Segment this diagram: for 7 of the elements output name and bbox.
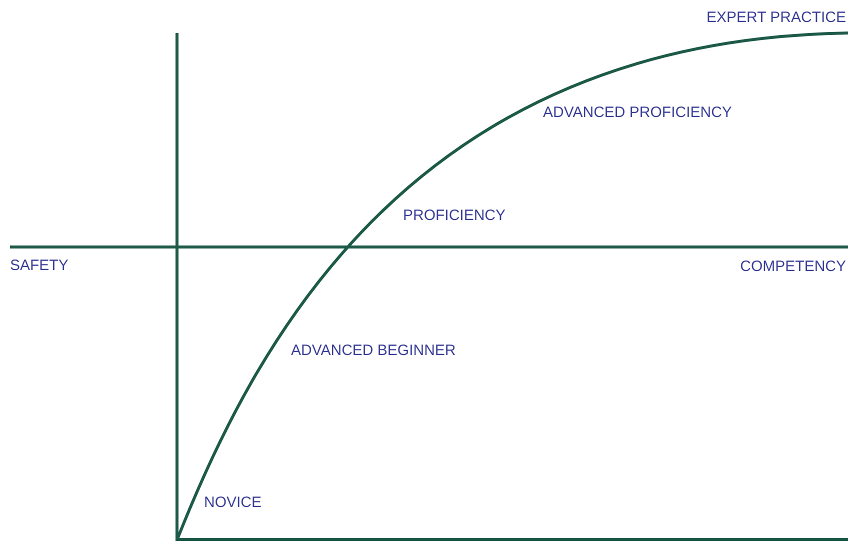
axis-label: COMPETENCY xyxy=(740,258,846,276)
curve-label: ADVANCED BEGINNER xyxy=(291,342,456,360)
curve-label: ADVANCED PROFICIENCY xyxy=(543,104,732,122)
axis-label: SAFETY xyxy=(10,257,68,275)
curve-label: NOVICE xyxy=(204,494,262,512)
curve-label: PROFICIENCY xyxy=(403,207,506,225)
curve-label: EXPERT PRACTICE xyxy=(706,9,846,27)
